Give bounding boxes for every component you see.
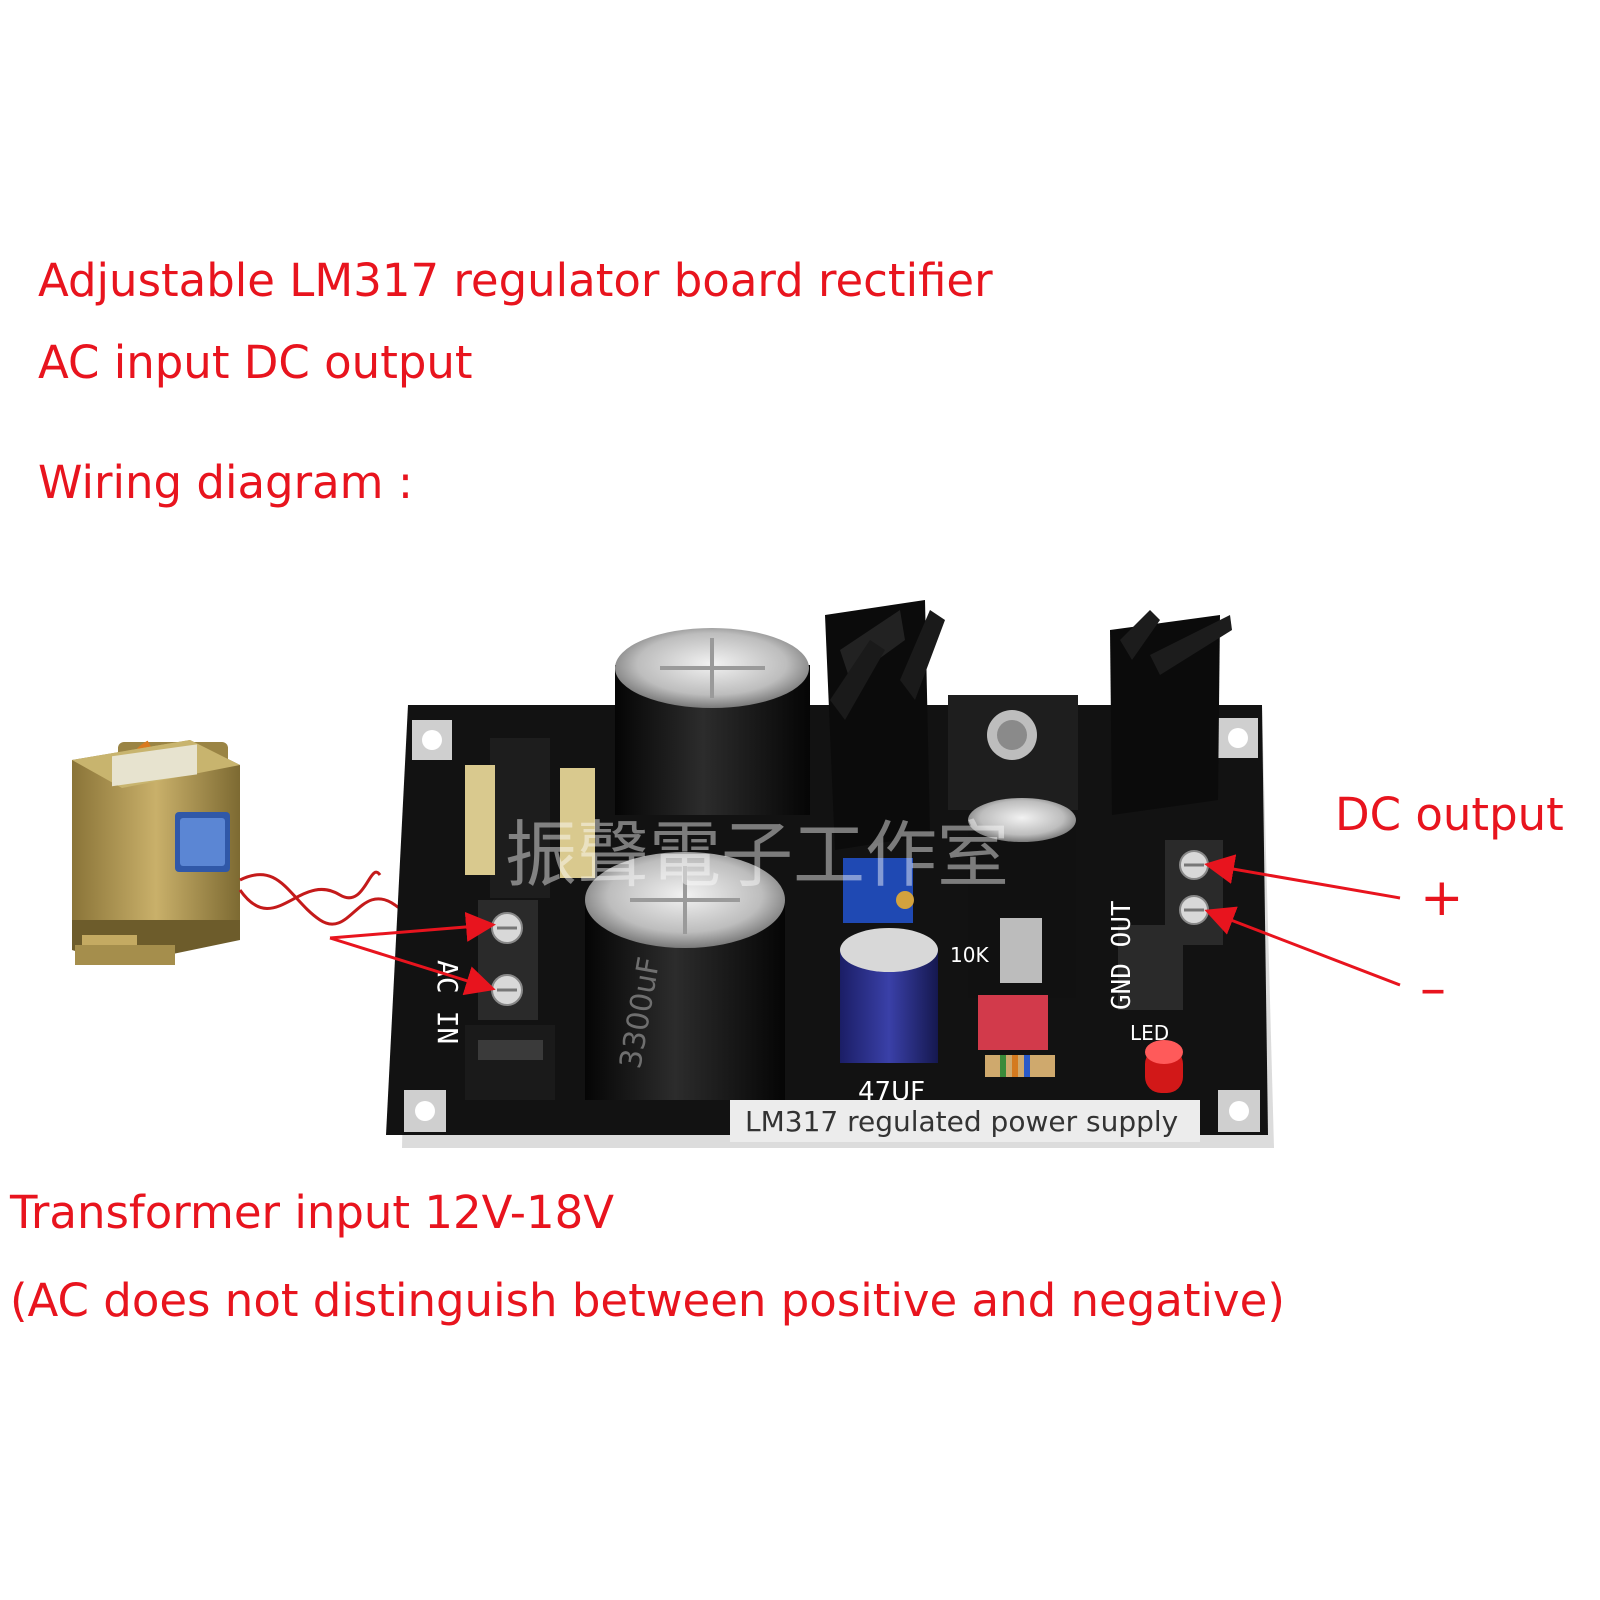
- dc-output-plus: +: [1420, 868, 1464, 928]
- heatsink-right: [1110, 610, 1232, 815]
- gnd-out-silkscreen: GND OUT: [1107, 900, 1137, 1010]
- dc-output-label: DC output: [1335, 788, 1564, 841]
- ac-polarity-note: (AC does not distinguish between positiv…: [10, 1274, 1285, 1327]
- watermark: 振聲電子工作室: [505, 813, 1009, 897]
- lm317-regulator: [948, 695, 1078, 810]
- silkscreen-banner-text: LM317 regulated power supply: [745, 1105, 1178, 1138]
- trimmer-potentiometer: [843, 858, 914, 923]
- wiring-diagram-label: Wiring diagram :: [38, 456, 413, 509]
- led-label: LED: [1130, 1021, 1169, 1045]
- ac-in-terminal-block: [478, 900, 538, 1020]
- transformer: [72, 740, 240, 965]
- title-line-2: AC input DC output: [38, 336, 473, 389]
- transformer-input-label: Transformer input 12V-18V: [10, 1186, 615, 1239]
- dc-output-minus: –: [1420, 959, 1446, 1019]
- film-capacitor: [978, 995, 1055, 1077]
- led: LED: [1130, 1021, 1183, 1093]
- left-components: [465, 738, 595, 1100]
- capacitor-bottom: 3300uF: [585, 852, 785, 1100]
- arrow-ac-in-top: [329, 911, 496, 942]
- dc-output-terminal-block: [1165, 840, 1223, 945]
- arrow-ac-in-bottom: [329, 936, 496, 996]
- title-line-1: Adjustable LM317 regulator board rectifi…: [38, 254, 993, 307]
- arrow-dc-plus: [1204, 854, 1401, 900]
- arrow-dc-minus: [1204, 906, 1401, 987]
- silkscreen-banner: [730, 1100, 1200, 1142]
- capacitor-middle: [968, 798, 1076, 998]
- trimmer-silkscreen: 10K: [950, 943, 989, 967]
- heatsink-left: [825, 600, 945, 850]
- capacitor-top: [615, 628, 810, 815]
- capacitor-47uf: 47UF: [840, 928, 938, 1107]
